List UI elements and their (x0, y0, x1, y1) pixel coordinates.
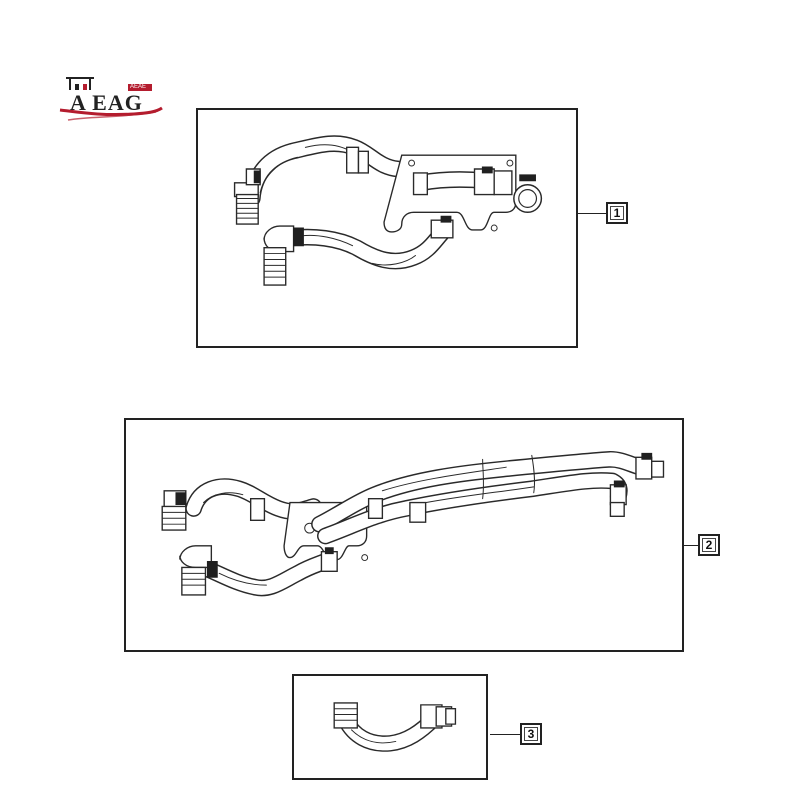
callout-1: 1 (606, 202, 628, 224)
brand-logo-small-text: AEAE (130, 84, 147, 90)
callout-1-label: 1 (613, 206, 621, 220)
hose-assembly-2-drawing (161, 450, 665, 597)
hose-assembly-3-drawing (333, 702, 457, 752)
callout-2-label: 2 (705, 538, 713, 552)
callout-3: 3 (520, 723, 542, 745)
callout-1-leader (578, 213, 606, 214)
brand-logo: A EAG AEAE (58, 72, 164, 124)
callout-2: 2 (698, 534, 720, 556)
callout-2-leader (684, 545, 698, 546)
diagram-frame-3 (292, 674, 488, 780)
callout-3-leader (490, 734, 520, 735)
callout-3-label: 3 (527, 727, 535, 741)
brand-logo-text: A EAG (70, 90, 143, 115)
diagram-frame-2 (124, 418, 684, 652)
brand-logo-graphic (59, 77, 163, 121)
hose-assembly-1-drawing (233, 135, 543, 286)
diagram-frame-1 (196, 108, 578, 348)
